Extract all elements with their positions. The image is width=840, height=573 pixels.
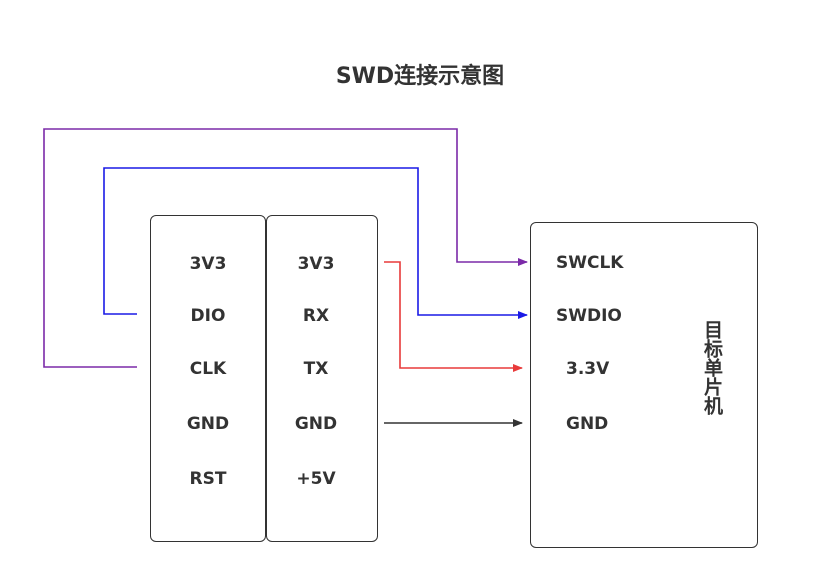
- target-pin-swdio: SWDIO: [556, 306, 622, 326]
- debugger-pin-gnd-2: GND: [294, 414, 338, 434]
- debugger-pin-rx: RX: [302, 306, 330, 326]
- diagram-title: SWD连接示意图: [335, 64, 505, 89]
- debugger-left-column: [150, 215, 266, 542]
- clk-wire: [43, 128, 528, 368]
- debugger-pin-3v3: 3V3: [189, 254, 227, 274]
- debugger-pin-dio: DIO: [190, 306, 226, 326]
- debugger-pin-clk: CLK: [189, 359, 227, 379]
- debugger-right-column: [266, 215, 378, 542]
- power-wire: [384, 261, 523, 372]
- target-mcu-label: 目标单片机: [701, 320, 723, 415]
- debugger-pin-3v3-2: 3V3: [297, 254, 335, 274]
- debugger-pin-5v: +5V: [296, 469, 336, 489]
- debugger-pin-rst: RST: [189, 469, 227, 489]
- debugger-pin-gnd: GND: [186, 414, 230, 434]
- debugger-pin-tx: TX: [303, 359, 329, 379]
- target-pin-gnd: GND: [566, 414, 609, 434]
- target-pin-3v3: 3.3V: [566, 359, 610, 379]
- dio-wire: [103, 167, 528, 319]
- target-mcu-box: [530, 222, 758, 548]
- target-pin-swclk: SWCLK: [556, 253, 624, 273]
